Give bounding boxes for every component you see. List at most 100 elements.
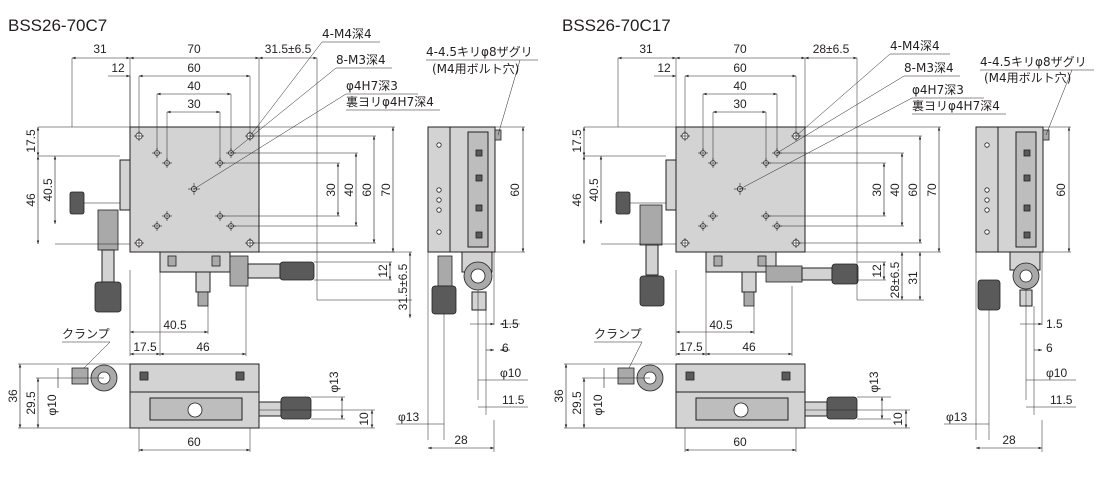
dim-12-v: 12 [376,264,390,278]
dim-17-5-h: 17.5 [133,340,157,354]
dim-60: 60 [733,61,747,75]
front-dim-10: 10 [891,412,905,426]
dim-12: 12 [111,61,125,75]
dim-30-v: 30 [870,183,884,197]
top-view-left [69,126,315,313]
callout-m3: 8-M3深4 [336,53,386,67]
dim-40-v: 40 [342,183,356,197]
dim-17-5: 17.5 [570,129,584,153]
top-view-right [615,126,859,307]
side-dim-60: 60 [508,183,522,197]
callout-phi4-4: 裏ヨリφ4H7深4 [346,94,434,109]
front-dim-29-5: 29.5 [570,391,584,415]
front-dim-phi13: φ13 [327,371,341,392]
side-callout-2: (M4用ボルト穴) [432,61,519,76]
front-dim-phi13: φ13 [867,371,881,392]
side-dim-phi13: φ13 [946,410,967,424]
dim-30: 30 [187,97,201,111]
dim-70-v: 70 [379,183,393,197]
dim-40-v: 40 [888,183,902,197]
front-dim-60: 60 [733,435,747,449]
callout-m3: 8-M3深4 [904,61,954,75]
dim-40: 40 [187,79,201,93]
dim-70-v: 70 [925,183,939,197]
dim-70: 70 [733,42,747,56]
bottom-dims-left: 40.5 17.5 46 [129,270,247,356]
dim-28-v: 28±6.5 [888,261,902,298]
front-dim-36: 36 [552,389,566,403]
dim-28: 28±6.5 [813,42,850,56]
side-dim-6: 6 [1046,341,1053,355]
side-dim-phi10: φ10 [500,366,521,380]
dim-12-v: 12 [870,264,884,278]
front-dim-10: 10 [357,412,371,426]
front-dim-60: 60 [187,435,201,449]
dim-31: 31 [93,42,107,56]
side-view-left: 60 4-4.5キリφ8ザグリ (M4用ボルト穴) 1.5 6 φ10 11.5… [396,45,538,452]
dim-31: 31 [639,42,653,56]
front-view-left: クランプ 36 29.5 φ10 φ13 [6,327,375,452]
drawing-bss26-70c17: BSS26-70C17 [552,16,1094,452]
clamp-label: クランプ [62,327,110,341]
dim-46-h: 46 [742,340,756,354]
dim-31-5-v: 31.5±6.5 [396,263,410,310]
left-dims-right: 17.5 40.5 46 [570,126,676,245]
dim-60-v: 60 [360,183,374,197]
side-dim-phi13: φ13 [398,410,419,424]
side-dim-6: 6 [502,341,509,355]
side-dim-11-5: 11.5 [502,393,525,407]
dim-31-v: 31 [906,271,920,285]
callout-m4: 4-M4深4 [322,27,372,41]
side-callout-1: 4-4.5キリφ8ザグリ [980,55,1087,69]
callouts-left: 4-M4深4 8-M3深4 φ4H7深3 裏ヨリφ4H7深4 [193,27,440,190]
left-dims-left: 17.5 40.5 46 [24,126,130,245]
top-dims-right: 31 70 28±6.5 12 60 40 30 [617,42,858,300]
front-view-right: クランプ 36 29.5 φ10 φ13 [552,327,910,452]
dim-17-5-h: 17.5 [679,340,703,354]
dim-30-v: 30 [324,183,338,197]
callout-phi4-3: φ4H7深3 [346,79,398,93]
dim-40-5: 40.5 [41,178,55,202]
front-dim-36: 36 [6,389,20,403]
dim-46-h: 46 [196,340,210,354]
dim-12: 12 [657,61,671,75]
dim-17-5: 17.5 [24,129,38,153]
clamp-label: クランプ [594,327,642,341]
side-callout-1: 4-4.5キリφ8ザグリ [426,45,533,59]
callout-phi4-4: 裏ヨリφ4H7深4 [912,98,1000,113]
dim-60-v: 60 [906,183,920,197]
model-title-right: BSS26-70C17 [562,16,671,35]
dim-30: 30 [733,97,747,111]
right-dims-right: 30 40 60 70 12 28±6.5 31 [766,126,941,301]
dim-40-5-h: 40.5 [709,318,733,332]
side-dim-11-5: 11.5 [1050,393,1073,407]
side-dim-60: 60 [1054,183,1068,197]
side-dim-28: 28 [454,433,468,447]
side-dim-28: 28 [1002,433,1016,447]
bottom-dims-right: 40.5 17.5 46 [675,270,793,356]
front-dim-phi10: φ10 [45,394,59,415]
right-dims-left: 30 40 60 70 12 31.5±6.5 [220,126,412,318]
front-dim-29-5: 29.5 [24,391,38,415]
dim-40-5: 40.5 [587,178,601,202]
top-dims-left: 31 70 31.5±6.5 12 60 40 30 [71,42,318,300]
callouts-right: 4-M4深4 8-M3深4 φ4H7深3 裏ヨリφ4H7深4 [739,39,1006,190]
side-dim-phi10: φ10 [1046,366,1067,380]
dim-40: 40 [733,79,747,93]
side-dim-1-5: 1.5 [502,317,519,331]
side-callout-2: (M4用ボルト穴) [984,70,1071,85]
model-title-left: BSS26-70C7 [8,16,107,35]
dim-46: 46 [24,193,38,207]
dim-60: 60 [187,61,201,75]
side-dim-1-5: 1.5 [1046,317,1063,331]
dim-70: 70 [187,42,201,56]
side-view-right: 60 4-4.5キリφ8ザグリ (M4用ボルト穴) 1.5 6 φ10 11.5… [944,55,1094,452]
front-dim-phi10: φ10 [591,394,605,415]
callout-phi4-3: φ4H7深3 [912,83,964,97]
dim-31-5: 31.5±6.5 [265,42,312,56]
dim-46: 46 [570,193,584,207]
callout-m4: 4-M4深4 [890,39,940,53]
drawing-bss26-70c7: BSS26-70C7 [6,16,538,452]
dim-40-5-h: 40.5 [163,318,187,332]
